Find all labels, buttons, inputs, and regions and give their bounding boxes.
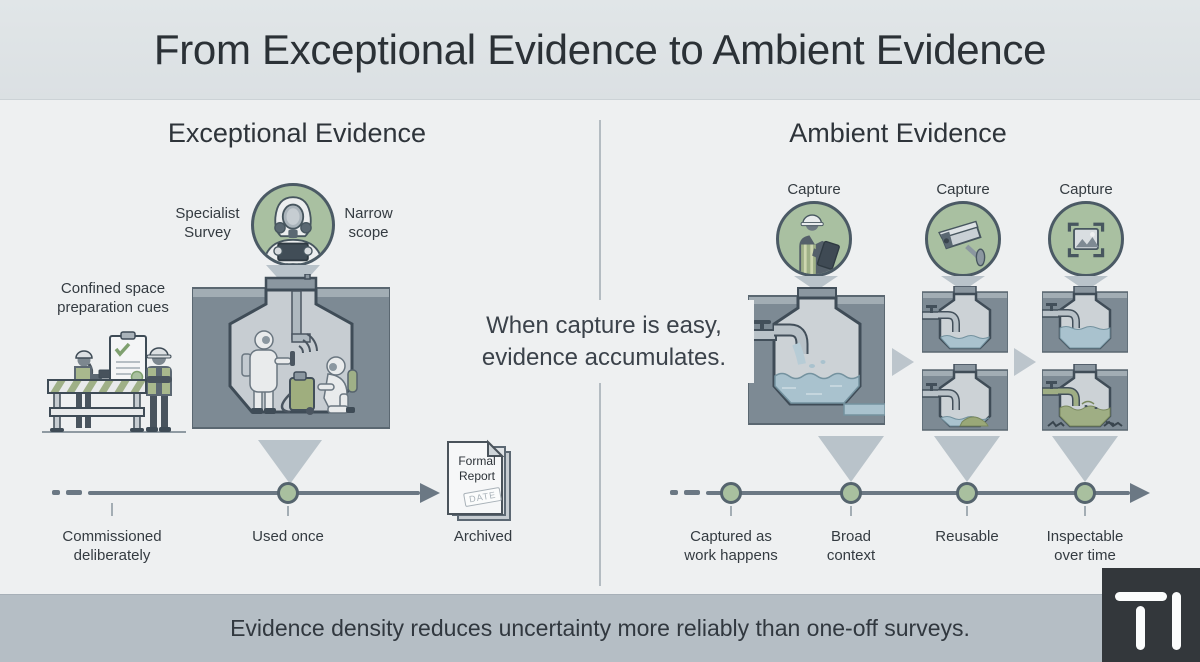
reusable-node	[956, 482, 978, 504]
narrow-scope-label: Narrow scope	[344, 205, 393, 241]
timeline-tick	[287, 506, 289, 516]
preparation-scene-illustration	[38, 318, 190, 438]
timeline-tick	[111, 503, 113, 516]
left-timeline-arrowhead	[420, 483, 440, 503]
right-timeline-line	[706, 491, 1130, 495]
worker-tablet-icon	[776, 201, 852, 277]
milestone-reusable: Reusable	[935, 528, 999, 545]
small-tank-halffull-illustration	[1042, 286, 1128, 356]
small-tank-polluted-illustration	[1042, 364, 1128, 434]
milestone-captured: Captured as work happens	[684, 528, 778, 564]
confined-space-label: Confined space preparation cues	[57, 280, 169, 316]
small-tank-sediment-illustration	[922, 364, 1008, 434]
footer-tagline: Evidence density reduces uncertainty mor…	[230, 615, 970, 641]
milestone-inspectable: Inspectable over time	[1046, 528, 1124, 564]
title-band: From Exceptional Evidence to Ambient Evi…	[0, 0, 1200, 100]
flow-arrow	[892, 348, 914, 376]
ti-logo	[1102, 568, 1200, 662]
milestone-commissioned: Commissioned deliberately	[62, 528, 162, 564]
left-timeline-line	[88, 491, 420, 495]
inspectable-node	[1074, 482, 1096, 504]
broad-context-node	[840, 482, 862, 504]
timeline-tick	[730, 506, 732, 516]
timeline-tick	[966, 506, 968, 516]
left-timeline-dash	[66, 490, 82, 495]
used-once-node	[277, 482, 299, 504]
small-tank-shallow-illustration	[922, 286, 1008, 356]
formal-report-label: Formal Report	[458, 454, 496, 483]
page-title: From Exceptional Evidence to Ambient Evi…	[153, 26, 1047, 73]
logo-t-bar	[1115, 592, 1167, 601]
milestone-archived: Archived	[453, 528, 513, 545]
right-panel-heading: Ambient Evidence	[789, 118, 1007, 148]
photo-frame-icon	[1048, 201, 1124, 277]
footer-band: Evidence density reduces uncertainty mor…	[0, 594, 1200, 662]
capture-label-2: Capture	[936, 181, 990, 198]
logo-i-bar	[1172, 592, 1181, 650]
accumulation-cone	[818, 436, 884, 482]
tank-to-timeline-cone	[258, 440, 322, 484]
captured-node	[720, 482, 742, 504]
logo-t-stem	[1136, 606, 1145, 650]
cctv-camera-icon	[925, 201, 1001, 277]
milestone-used-once: Used once	[252, 528, 324, 545]
right-timeline-dash	[684, 490, 700, 495]
accumulation-cone	[1052, 436, 1118, 482]
left-panel-heading: Exceptional Evidence	[167, 118, 427, 148]
hazmat-specialist-illustration	[262, 196, 324, 264]
formal-report-document-icon: Formal Report DATE	[444, 438, 518, 526]
specialist-survey-label: Specialist Survey	[175, 205, 240, 241]
right-timeline-arrowhead	[1130, 483, 1150, 503]
hazmat-respirator-icon	[251, 183, 335, 267]
timeline-tick	[850, 506, 852, 516]
capture-label-3: Capture	[1059, 181, 1113, 198]
large-tank-illustration	[748, 286, 885, 434]
capture-label-1: Capture	[787, 181, 841, 198]
timeline-tick	[1084, 506, 1086, 516]
flow-arrow	[1014, 348, 1036, 376]
center-note: When capture is easy, evidence accumulat…	[454, 300, 754, 384]
accumulation-cone	[934, 436, 1000, 482]
right-timeline-dash	[670, 490, 678, 495]
milestone-broad-context: Broad context	[826, 528, 876, 564]
confined-space-tank-illustration	[192, 274, 390, 438]
left-timeline-dash	[52, 490, 60, 495]
